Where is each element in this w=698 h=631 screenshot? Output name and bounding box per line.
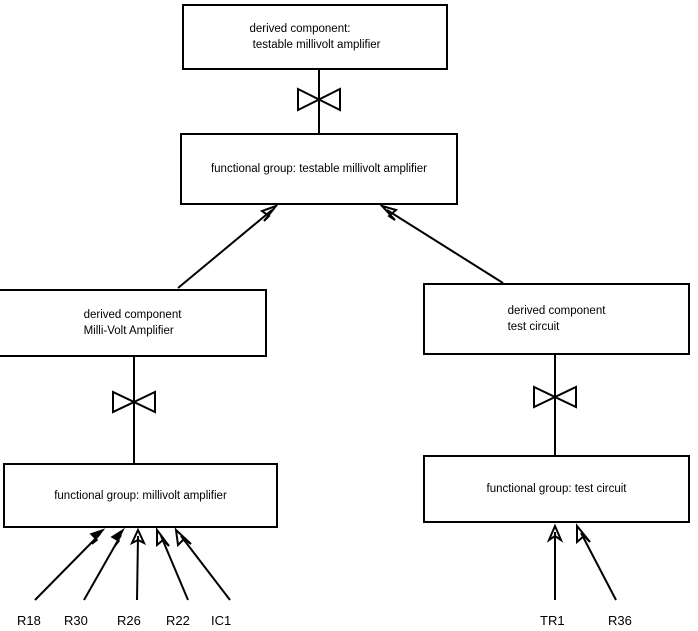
connector-generalization-right	[378, 204, 504, 284]
node-label: derived component: testable millivolt am…	[249, 23, 381, 51]
leaf-label-r30: R30	[64, 613, 88, 628]
node-fg-testable-millivolt-amplifier[interactable]: functional group: testable millivolt amp…	[180, 133, 458, 205]
connector-arrow-r18	[34, 528, 106, 601]
leaf-label-r22: R22	[166, 613, 190, 628]
leaf-label-r26: R26	[117, 613, 141, 628]
node-fg-millivolt-amplifier[interactable]: functional group: millivolt amplifier	[3, 463, 278, 528]
connector-arrow-r30	[83, 527, 126, 601]
connector-arrow-r22	[156, 527, 189, 601]
connector-composition-left	[112, 357, 156, 463]
connector-arrow-ic1	[174, 527, 231, 601]
connector-composition-right	[533, 355, 577, 455]
connector-generalization-left	[177, 203, 279, 289]
connector-composition-top	[297, 70, 341, 133]
leaf-label-ic1: IC1	[211, 613, 232, 628]
node-label: functional group: millivolt amplifier	[54, 489, 227, 502]
connector-arrow-r26	[129, 527, 147, 601]
connector-arrow-tr1	[546, 523, 564, 600]
node-fg-test-circuit[interactable]: functional group: test circuit	[423, 455, 690, 523]
node-label: functional group: testable millivolt amp…	[210, 163, 428, 175]
leaf-label-r18: R18	[17, 613, 41, 628]
node-label: functional group: test circuit	[486, 483, 627, 495]
leaf-label-tr1: TR1	[540, 613, 565, 628]
connector-arrow-r36	[576, 523, 617, 601]
node-derived-testable-millivolt-amplifier[interactable]: derived component: testable millivolt am…	[182, 4, 448, 70]
leaf-label-r36: R36	[608, 613, 632, 628]
